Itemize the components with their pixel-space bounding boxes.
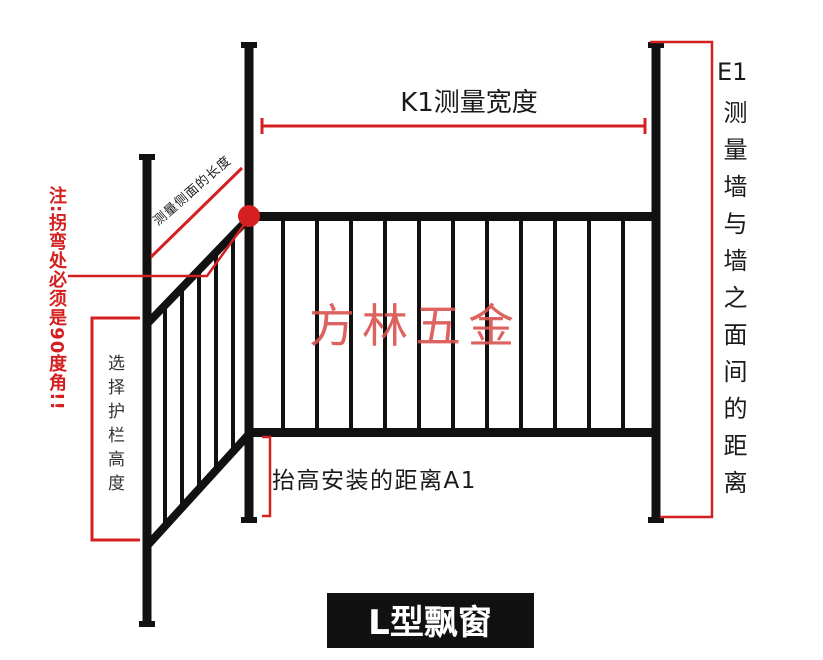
- k1-width-dimension: [260, 118, 647, 134]
- e1-code-label: E1: [717, 58, 748, 86]
- right-post-bottom-cap: [648, 517, 664, 523]
- corner-marker-dot: [238, 205, 260, 227]
- middle-post-bottom-cap: [241, 517, 257, 523]
- railing-height-label: 选择护栏高度: [104, 354, 124, 498]
- middle-post-shaft: [244, 45, 254, 522]
- front-railing: [249, 212, 656, 437]
- left-post: [139, 154, 155, 627]
- corner-note-label: 注:拐弯处必须是90度角!!: [46, 186, 67, 411]
- e1-dimension-bracket: [650, 40, 714, 519]
- right-post-top-cap: [648, 42, 664, 48]
- middle-post: [241, 42, 257, 523]
- left-post-shaft: [142, 157, 152, 626]
- right-post-shaft: [651, 45, 661, 522]
- railing-height-bracket: [90, 316, 140, 542]
- middle-post-top-cap: [241, 42, 257, 48]
- a1-label: 抬高安装的距离A1: [272, 468, 477, 494]
- k1-width-label: K1测量宽度: [400, 88, 538, 118]
- front-top-rail: [249, 212, 656, 221]
- side-railing: [144, 215, 252, 549]
- corner-note-leader-line: [68, 221, 248, 278]
- left-post-bottom-cap: [139, 621, 155, 627]
- caption-background: [327, 593, 534, 648]
- left-post-top-cap: [139, 154, 155, 160]
- right-post: [648, 42, 664, 523]
- e1-description-label: 测量墙与墙之面间的距离: [719, 100, 747, 507]
- a1-height-bracket: [262, 435, 272, 518]
- front-bottom-rail: [249, 428, 656, 437]
- caption-title: L型飘窗: [368, 603, 492, 643]
- side-length-dimension-line: [149, 166, 244, 259]
- caption-box: L型飘窗: [327, 593, 534, 648]
- watermark-text: 方林五金: [309, 299, 521, 353]
